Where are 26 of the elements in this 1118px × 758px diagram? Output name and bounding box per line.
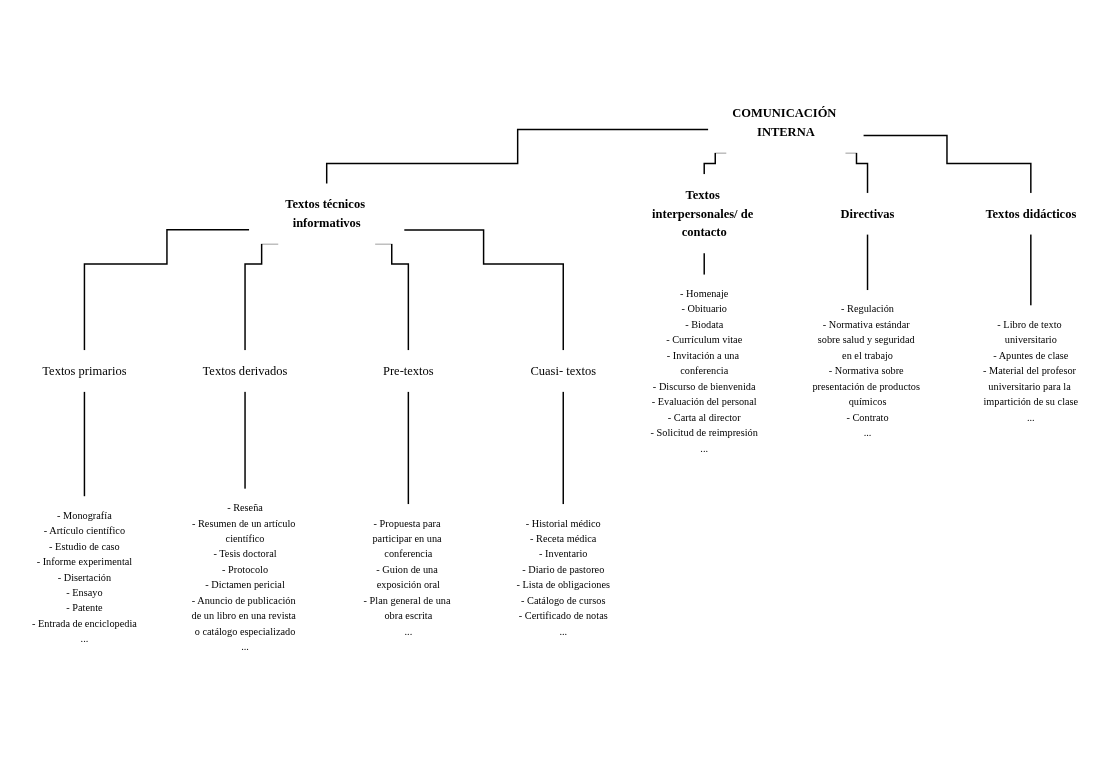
connector	[407, 390, 410, 505]
node-text: - Propuesta para participar en una conferencia - Guion de una exposición oral - Plan general de una obra escrita ...	[363, 517, 451, 637]
node-text: Pre-textos	[383, 363, 434, 378]
node-text: - Historial médico - Receta médica - Inventario - Diario de pastoreo - Lista de obligaciones - Catálogo de cursos - Certificado de notas ...	[516, 517, 611, 637]
connector	[1030, 233, 1032, 307]
node-text: - Reseña - Resumen de un artículo científico - Tesis doctoral - Protocolo - Dictamen pericial - Anuncio de publicación de un libro en una revista o catálogo especializado ...	[191, 502, 296, 653]
connector	[403, 229, 564, 352]
node-text: Textos interpersonales/ de contacto	[652, 187, 754, 240]
node-text: Cuasi- textos	[530, 363, 597, 378]
node-text: Directivas	[840, 206, 895, 221]
node-text: Textos derivados	[202, 363, 288, 378]
node-text: - Homenaje - Obituario - Biodata - Currículum vitae - Invitación a una conferencia - Discurso de bienvenida - Evaluación del personal - Carta al director - Solicitud de reimpresión ...	[650, 287, 758, 454]
node-text: - Regulación - Normativa estándar sobre salud y seguridad en el trabajo - Normativa sobre presentación de productos químicos - Contrato ...	[812, 303, 921, 439]
connector	[703, 251, 705, 276]
node-text: Textos didácticos	[985, 206, 1077, 221]
connector	[244, 390, 246, 490]
connector	[83, 228, 251, 352]
connector	[866, 233, 869, 291]
node-text: COMUNICACIÓN INTERNA	[732, 105, 837, 139]
connector	[83, 390, 86, 498]
node-text: Textos primarios	[42, 363, 127, 378]
connector	[562, 390, 564, 505]
node-text: - Monografía - Artículo científico - Estudio de caso - Informe experimental - Disertación - Ensayo - Patente - Entrada de enciclopedia ...	[31, 509, 137, 645]
connector	[325, 128, 710, 185]
connector	[862, 134, 1032, 194]
node-text: - Libro de texto universitario - Apuntes de clase - Material del profesor universitario para la impartición de su clase ...	[983, 318, 1079, 423]
